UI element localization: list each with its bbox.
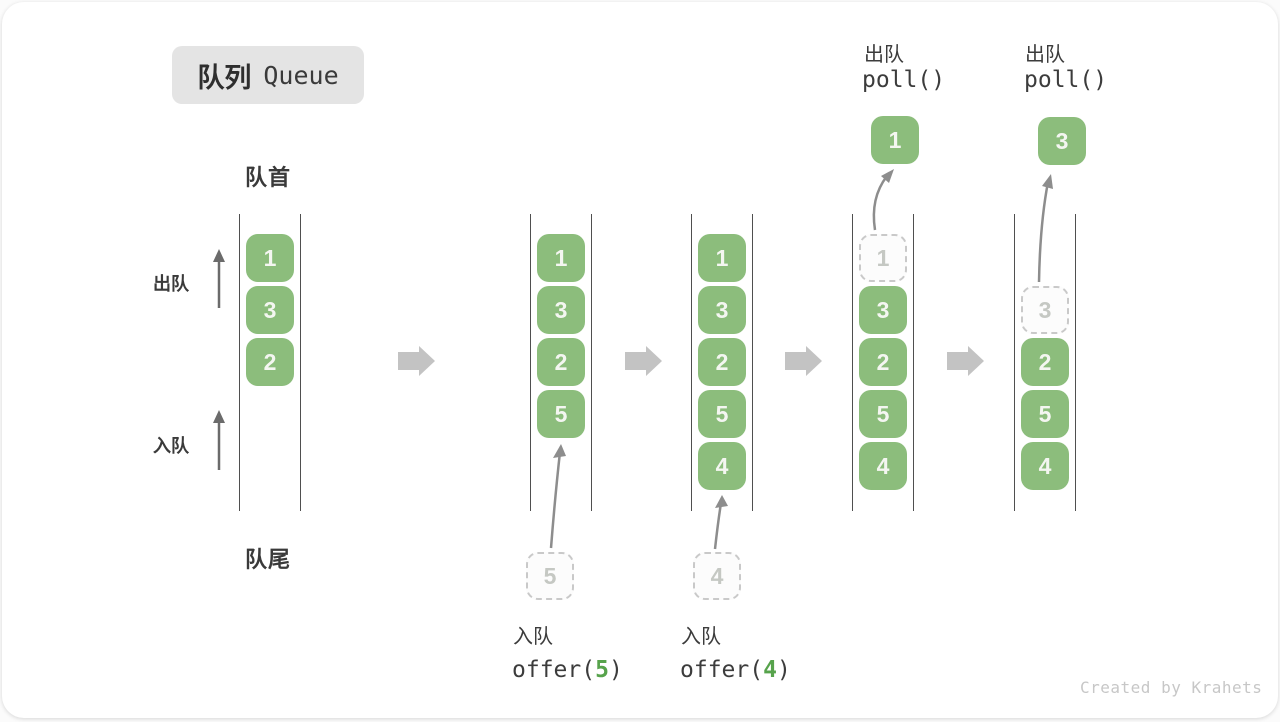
step-arrow-icon: [947, 346, 984, 376]
queue-element: 2: [537, 338, 585, 386]
code-arg: 4: [763, 657, 777, 683]
dequeue-label: 出队: [153, 274, 189, 294]
queue-element: 3: [246, 286, 294, 334]
queue-element: 3: [537, 286, 585, 334]
queue-element: 1: [246, 234, 294, 282]
queue-element: 5: [859, 390, 907, 438]
dequeue-arrow-icon: [213, 249, 225, 308]
queue-element: 5: [537, 390, 585, 438]
queue-element: 3: [698, 286, 746, 334]
dequeue-code-1: poll(): [862, 67, 946, 93]
queue-rear-label: 队尾: [245, 547, 292, 572]
queue-element: 3: [859, 286, 907, 334]
enqueue-code-1: offer(5): [512, 657, 623, 683]
code-post: ): [776, 657, 791, 683]
code-pre: offer(: [680, 657, 764, 683]
popped-element: 3: [1038, 117, 1086, 165]
popped-element: 1: [871, 116, 919, 164]
queue-element: 2: [859, 338, 907, 386]
queue-container-1: [239, 214, 301, 511]
queue-container-4: [852, 214, 914, 511]
queue-container-2: [530, 214, 592, 511]
watermark: Created by Krahets: [1080, 678, 1263, 697]
title-zh: 队列: [197, 62, 252, 93]
enqueue-arrow-icon: [213, 410, 225, 470]
queue-front-label: 队首: [245, 165, 292, 190]
queue-container-3: [691, 214, 753, 511]
pending-element: 5: [526, 552, 574, 600]
code-post: ): [608, 657, 623, 683]
step-arrow-icon: [625, 346, 662, 376]
queue-element: 2: [1021, 338, 1069, 386]
enqueue-op-label-1: 入队: [513, 626, 553, 648]
enqueue-code-2: offer(4): [680, 657, 791, 683]
queue-element: 4: [1021, 442, 1069, 490]
queue-element: 1: [698, 234, 746, 282]
step-arrow-icon: [398, 346, 435, 376]
step-arrow-icon: [785, 346, 822, 376]
queue-container-5: [1014, 214, 1076, 511]
title-en: Queue: [263, 60, 339, 90]
queue-element: 4: [859, 442, 907, 490]
queue-element: 5: [698, 390, 746, 438]
title-badge: 队列 Queue: [172, 46, 364, 104]
queue-element: 1: [537, 234, 585, 282]
queue-element: 4: [698, 442, 746, 490]
queue-element: 5: [1021, 390, 1069, 438]
enqueue-label: 入队: [153, 436, 189, 456]
pending-element: 4: [693, 552, 741, 600]
removed-element-placeholder: 1: [859, 234, 907, 282]
enqueue-op-label-2: 入队: [681, 626, 721, 648]
dequeue-op-label-1: 出队: [864, 44, 904, 66]
dequeue-op-label-2: 出队: [1025, 44, 1065, 66]
queue-element: 2: [246, 338, 294, 386]
dequeue-code-2: poll(): [1024, 67, 1108, 93]
code-arg: 5: [595, 657, 609, 683]
removed-element-placeholder: 3: [1021, 286, 1069, 334]
queue-element: 2: [698, 338, 746, 386]
code-pre: offer(: [512, 657, 596, 683]
